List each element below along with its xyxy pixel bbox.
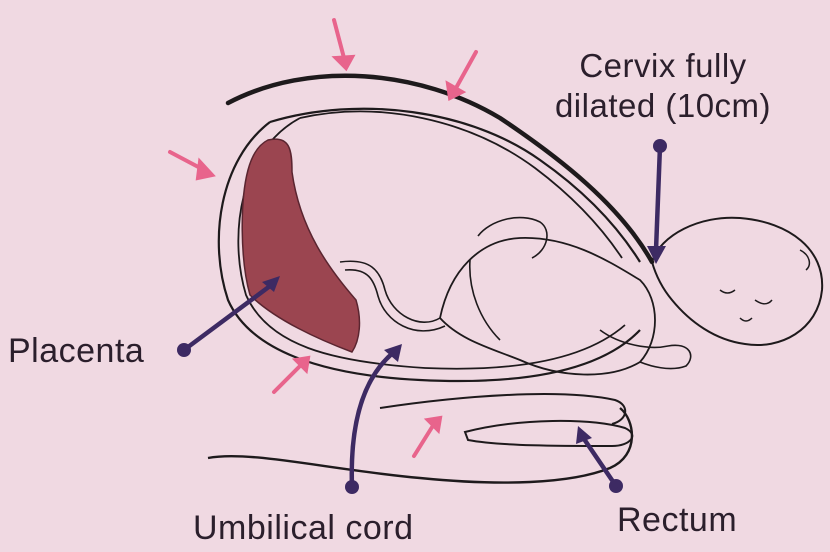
placenta-pointer xyxy=(177,276,280,357)
contraction-arrow-left xyxy=(170,152,212,178)
cervix-label-line1: Cervix fully xyxy=(538,46,788,86)
umbilical-cord-label: Umbilical cord xyxy=(193,508,414,548)
cervix-label: Cervix fully dilated (10cm) xyxy=(538,46,788,126)
cervix-pointer xyxy=(647,139,667,264)
cervix-label-line2: dilated (10cm) xyxy=(538,86,788,126)
umbilical-cord-pointer xyxy=(345,344,402,494)
baby-head-outline xyxy=(652,218,822,345)
rectum-label: Rectum xyxy=(617,500,737,540)
baby-face-features xyxy=(720,250,809,321)
placenta-label: Placenta xyxy=(8,331,144,371)
baby-arm-outline xyxy=(600,330,691,369)
placenta-shape xyxy=(242,139,359,352)
contraction-arrow-bottom xyxy=(414,418,440,456)
rectum-shape xyxy=(465,421,632,446)
contraction-arrow-bottom-left xyxy=(274,358,308,392)
baby-leg-outline xyxy=(470,218,547,340)
rectum-pointer xyxy=(576,426,623,493)
birth-canal-line xyxy=(380,394,625,424)
contraction-arrow-top-right xyxy=(448,52,476,98)
baby-body-outline xyxy=(440,238,655,375)
contraction-arrow-top-left xyxy=(334,20,352,68)
